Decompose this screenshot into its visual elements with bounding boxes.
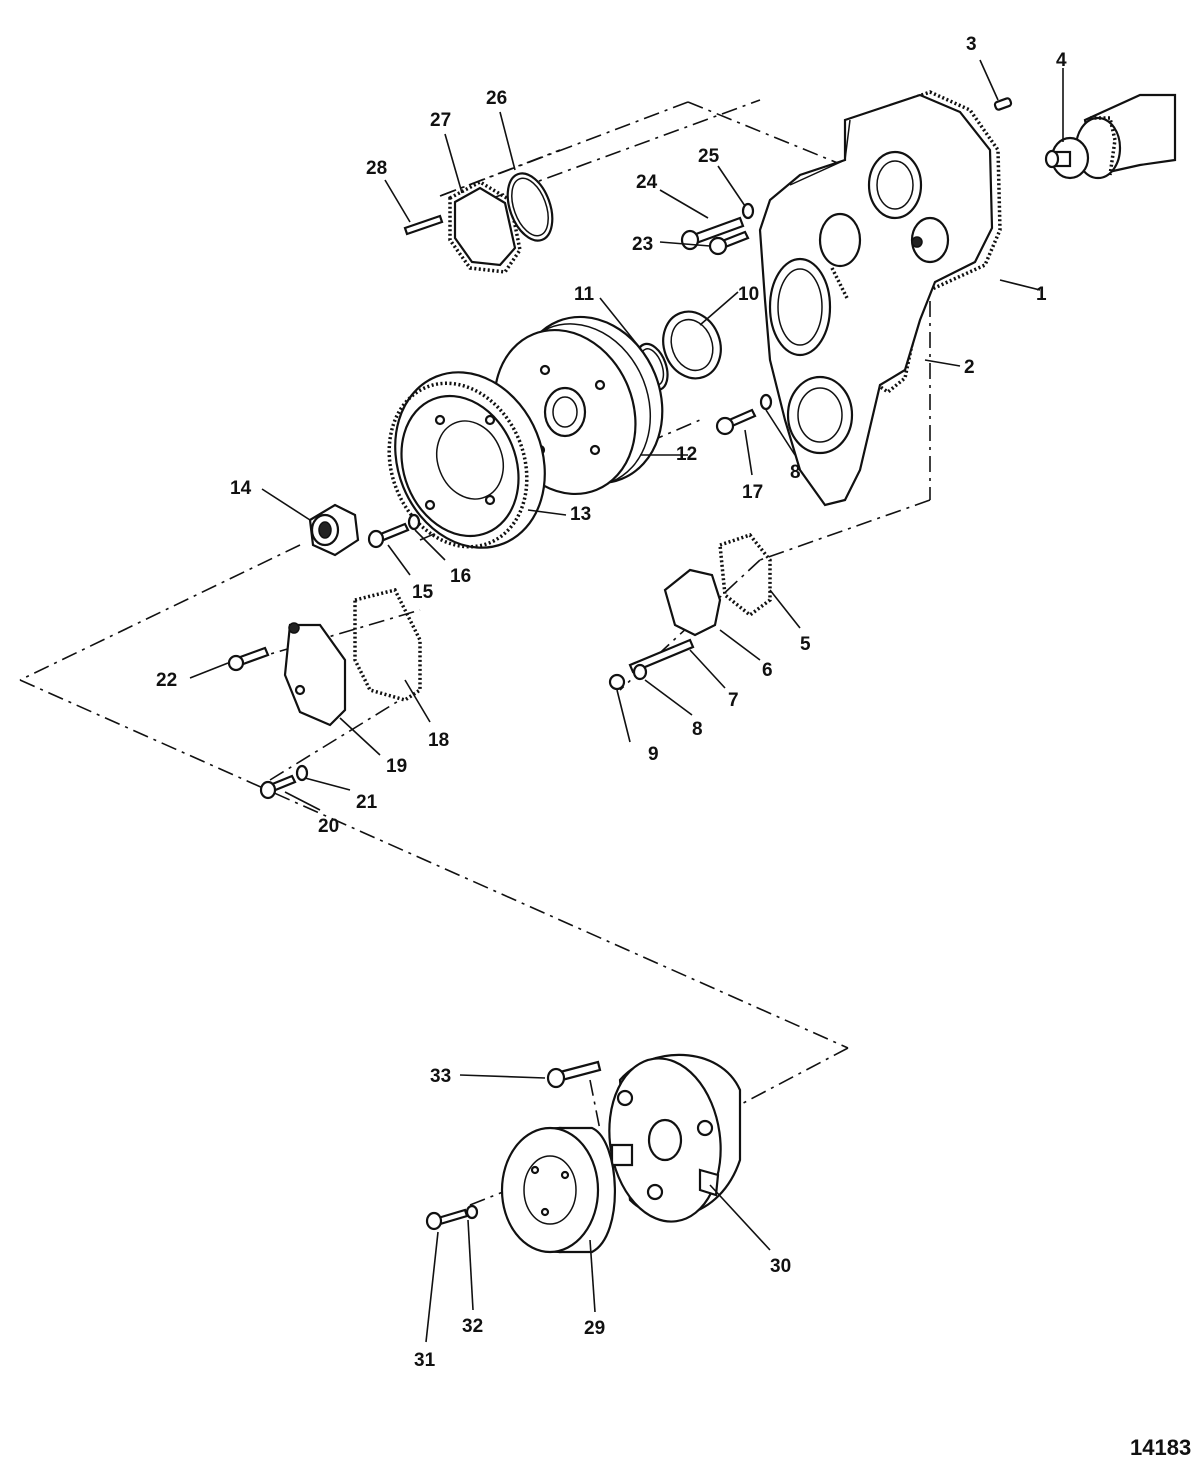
plate-fasteners-left [227, 646, 309, 800]
access-plate-left [283, 587, 422, 727]
callout-14: 14 [230, 478, 252, 499]
lower-pulley [500, 1126, 616, 1254]
callout-3: 3 [966, 34, 977, 55]
callout-16: 16 [450, 566, 471, 587]
crankshaft-gear [1044, 93, 1177, 180]
callout-30: 30 [770, 1256, 791, 1277]
harmonic-damper [387, 371, 546, 549]
lower-bolt-31 [425, 1204, 479, 1231]
callout-32: 32 [462, 1316, 483, 1337]
callout-7: 7 [728, 690, 739, 711]
cover-bolts-upper [680, 202, 755, 256]
callout-18: 18 [428, 730, 449, 751]
callout-5: 5 [800, 634, 811, 655]
callout-31: 31 [414, 1350, 436, 1371]
figure-number: 14183 [1130, 1435, 1191, 1460]
callout-27: 27 [430, 110, 451, 131]
leader-lines [189, 59, 1064, 1343]
damper-nut [308, 503, 360, 557]
callout-9: 9 [648, 744, 659, 765]
callout-23: 23 [632, 234, 653, 255]
callout-25: 25 [698, 146, 720, 167]
dowel-pin [993, 97, 1013, 111]
callout-33: 33 [430, 1066, 451, 1087]
lower-hub-plate [608, 1053, 742, 1223]
callout-4: 4 [1056, 50, 1067, 71]
callout-11: 11 [574, 284, 595, 305]
callout-6: 6 [762, 660, 773, 681]
lower-bolt-32 [546, 1060, 602, 1089]
callout-labels: 1 2 3 4 5 6 7 8 8 9 10 11 12 13 14 15 16… [156, 34, 1067, 1371]
callout-8-lower: 8 [692, 719, 703, 740]
cover-bolt-lower [715, 393, 773, 436]
callout-19: 19 [386, 756, 407, 777]
callout-2: 2 [964, 357, 975, 378]
callout-24: 24 [636, 172, 658, 193]
callout-15: 15 [412, 582, 434, 603]
callout-1: 1 [1036, 284, 1047, 305]
callout-22: 22 [156, 670, 177, 691]
access-plate-right [663, 532, 772, 637]
callout-26: 26 [486, 88, 507, 109]
oil-pump-cover-group [403, 172, 554, 274]
timing-cover [758, 90, 1002, 507]
callout-10: 10 [738, 284, 759, 305]
damper-bolt [367, 513, 421, 549]
callout-29: 29 [584, 1318, 605, 1339]
callout-8-upper: 8 [790, 462, 801, 483]
callout-20: 20 [318, 816, 339, 837]
callout-13: 13 [570, 504, 591, 525]
plate-fasteners-right [608, 638, 695, 691]
callout-12: 12 [676, 444, 697, 465]
callout-21: 21 [356, 792, 378, 813]
callout-17: 17 [742, 482, 763, 503]
callout-28: 28 [366, 158, 387, 179]
